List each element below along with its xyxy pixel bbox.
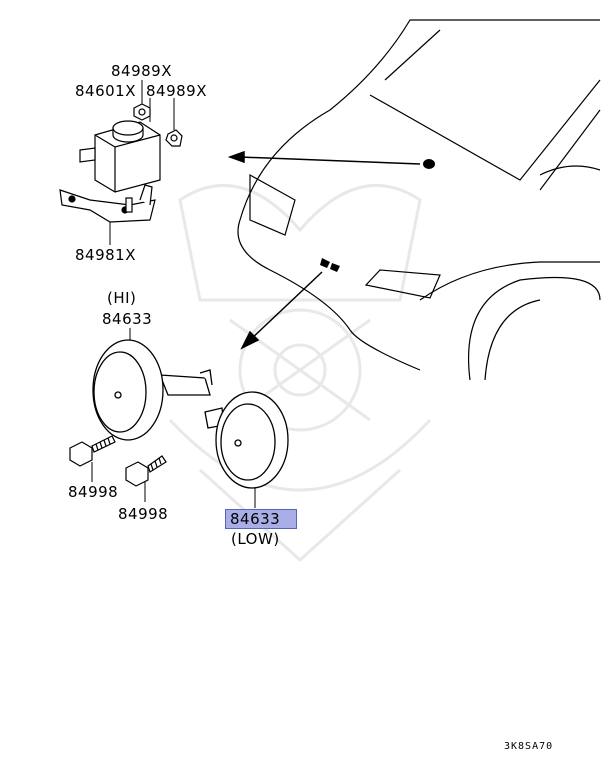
label-84998-b: 84998 xyxy=(118,505,169,523)
nut-icon xyxy=(133,103,151,121)
label-84998-a: 84998 xyxy=(68,483,119,501)
label-84633-low[interactable]: 84633 xyxy=(225,509,297,529)
car-front-outline xyxy=(237,19,601,381)
horn-relay-icon xyxy=(59,120,161,223)
label-hi-tag: (HI) xyxy=(107,289,137,307)
nut-icon-right xyxy=(165,129,183,147)
low-horn-icon xyxy=(204,391,289,489)
bolt-icon xyxy=(69,435,116,467)
watermark-emblem xyxy=(168,184,432,563)
label-84989x-right: 84989X xyxy=(146,82,207,100)
diagram-code: 3K8SA70 xyxy=(504,741,554,752)
label-84989x-top: 84989X xyxy=(111,62,172,80)
bolt-icon-2 xyxy=(125,455,167,487)
pointer-arrows xyxy=(227,150,421,350)
label-low-tag: (LOW) xyxy=(231,530,280,548)
label-84633-hi: 84633 xyxy=(102,310,153,328)
relay-clip-icon xyxy=(320,159,435,272)
label-84601x: 84601X xyxy=(75,82,136,100)
hi-horn-icon xyxy=(92,339,213,441)
label-84981x: 84981X xyxy=(75,246,136,264)
